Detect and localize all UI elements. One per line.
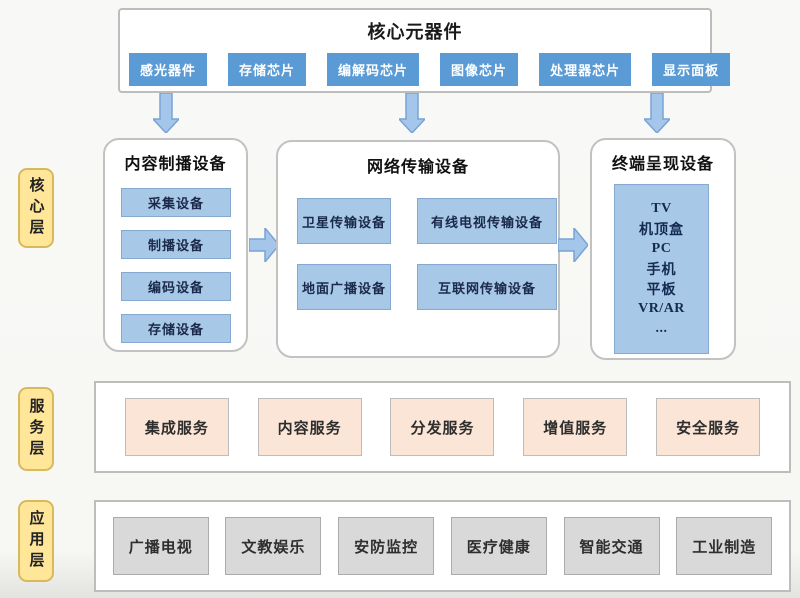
right-arrow-icon bbox=[558, 228, 588, 262]
content-production-box: 内容制播设备 采集设备 制播设备 编码设备 存储设备 bbox=[103, 138, 248, 352]
down-arrow-icon bbox=[399, 93, 425, 133]
content-production-items: 采集设备 制播设备 编码设备 存储设备 bbox=[121, 188, 231, 343]
item-satellite-transmission: 卫星传输设备 bbox=[297, 198, 391, 244]
chip-photosensitive: 感光器件 bbox=[129, 53, 208, 86]
network-transmission-items: 卫星传输设备 有线电视传输设备 地面广播设备 互联网传输设备 bbox=[297, 198, 557, 310]
item-acquisition: 采集设备 bbox=[121, 188, 231, 217]
application-layer-label: 应用层 bbox=[18, 500, 54, 582]
service-layer-label: 服务层 bbox=[18, 387, 54, 471]
core-layer-label: 核心层 bbox=[18, 168, 54, 248]
terminal-item-vr-ar: VR/AR bbox=[638, 301, 685, 316]
app-culture-entertainment: 文教娱乐 bbox=[225, 517, 322, 575]
service-integration: 集成服务 bbox=[124, 398, 229, 456]
app-smart-transport: 智能交通 bbox=[563, 517, 660, 575]
right-arrow-icon bbox=[249, 228, 279, 262]
item-cable-tv-transmission: 有线电视传输设备 bbox=[417, 198, 557, 244]
service-distribution: 分发服务 bbox=[390, 398, 495, 456]
app-healthcare: 医疗健康 bbox=[450, 517, 547, 575]
terminal-item-settopbox: 机顶盒 bbox=[639, 221, 684, 237]
app-broadcast-tv: 广播电视 bbox=[112, 517, 209, 575]
content-production-title: 内容制播设备 bbox=[124, 156, 227, 173]
terminal-item-phone: 手机 bbox=[646, 261, 677, 277]
service-value-added: 增值服务 bbox=[523, 398, 628, 456]
chip-image: 图像芯片 bbox=[440, 53, 519, 86]
core-components-title: 核心元器件 bbox=[367, 22, 463, 42]
service-layer-box: 集成服务 内容服务 分发服务 增值服务 安全服务 bbox=[94, 381, 791, 473]
app-industrial-manufacturing: 工业制造 bbox=[676, 517, 773, 575]
item-encoding: 编码设备 bbox=[121, 272, 231, 301]
chip-processor: 处理器芯片 bbox=[539, 53, 632, 86]
terminal-presentation-title: 终端呈现设备 bbox=[611, 156, 714, 173]
terminal-item-pc: PC bbox=[651, 241, 672, 256]
terminal-presentation-box: 终端呈现设备 TV 机顶盒 PC 手机 平板 VR/AR ... bbox=[590, 138, 736, 360]
core-components-box: 核心元器件 感光器件 存储芯片 编解码芯片 图像芯片 处理器芯片 显示面板 bbox=[118, 8, 731, 93]
app-security-monitoring: 安防监控 bbox=[338, 517, 435, 575]
terminal-device-list: TV 机顶盒 PC 手机 平板 VR/AR ... bbox=[614, 184, 709, 354]
chip-display-panel: 显示面板 bbox=[652, 53, 731, 86]
down-arrow-icon bbox=[153, 93, 179, 133]
down-arrow-icon bbox=[644, 93, 670, 133]
network-transmission-box: 网络传输设备 卫星传输设备 有线电视传输设备 地面广播设备 互联网传输设备 bbox=[276, 140, 560, 358]
core-components-chip-row: 感光器件 存储芯片 编解码芯片 图像芯片 处理器芯片 显示面板 bbox=[120, 53, 731, 86]
service-security: 安全服务 bbox=[656, 398, 761, 456]
item-storage: 存储设备 bbox=[121, 314, 231, 343]
item-production: 制播设备 bbox=[121, 230, 231, 259]
item-internet-transmission: 互联网传输设备 bbox=[417, 264, 557, 310]
chip-storage: 存储芯片 bbox=[228, 53, 307, 86]
service-content: 内容服务 bbox=[257, 398, 362, 456]
network-transmission-title: 网络传输设备 bbox=[366, 159, 469, 176]
chip-codec: 编解码芯片 bbox=[327, 53, 420, 86]
item-terrestrial-broadcast: 地面广播设备 bbox=[297, 264, 391, 310]
application-layer-box: 广播电视 文教娱乐 安防监控 医疗健康 智能交通 工业制造 bbox=[94, 500, 791, 592]
terminal-item-tv: TV bbox=[651, 201, 672, 216]
terminal-item-ellipsis: ... bbox=[655, 321, 668, 336]
terminal-item-tablet: 平板 bbox=[646, 281, 677, 297]
